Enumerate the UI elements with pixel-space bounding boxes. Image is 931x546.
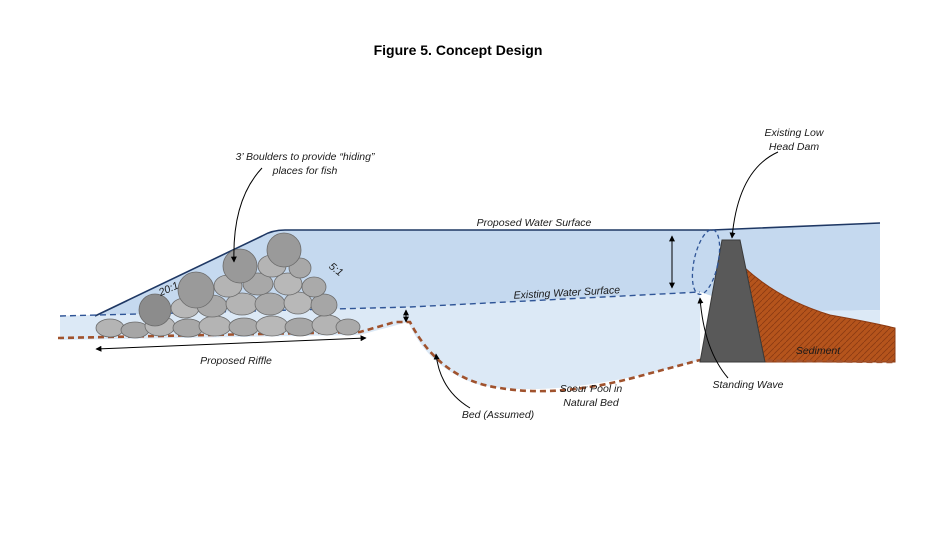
sediment-deposit (744, 266, 896, 363)
riffle-length-arrow (95, 335, 367, 352)
boulders-leader (230, 167, 263, 263)
sediment-label: Sediment (796, 345, 841, 357)
bed-assumed-label: Bed (Assumed) (462, 409, 534, 421)
existing-water-surface-label: Existing Water Surface (513, 284, 620, 302)
proposed-water-surface-label: Proposed Water Surface (477, 217, 592, 229)
dam-label-2: Head Dam (769, 141, 819, 153)
proposed-riffle-label: Proposed Riffle (200, 355, 272, 367)
scour-pool-label-2: Natural Bed (563, 397, 620, 409)
figure-title: Figure 5. Concept Design (373, 42, 543, 58)
bed-leader (433, 353, 471, 409)
dam-label-1: Existing Low (765, 127, 825, 139)
boulders-label-2: places for fish (272, 165, 338, 177)
boulder-riffle (95, 232, 361, 339)
standing-wave-label: Standing Wave (712, 379, 783, 391)
existing-water-surface-line (59, 291, 701, 317)
scour-pool-label-1: Scour Pool in (560, 383, 623, 395)
standing-wave-ellipse (691, 228, 721, 296)
proposed-water-surface-line (94, 222, 881, 317)
boulders-label-1: 3’ Boulders to provide “hiding” (236, 151, 375, 163)
standing-wave-leader (697, 297, 729, 379)
dam-leader (729, 151, 779, 239)
low-head-dam (699, 239, 766, 363)
